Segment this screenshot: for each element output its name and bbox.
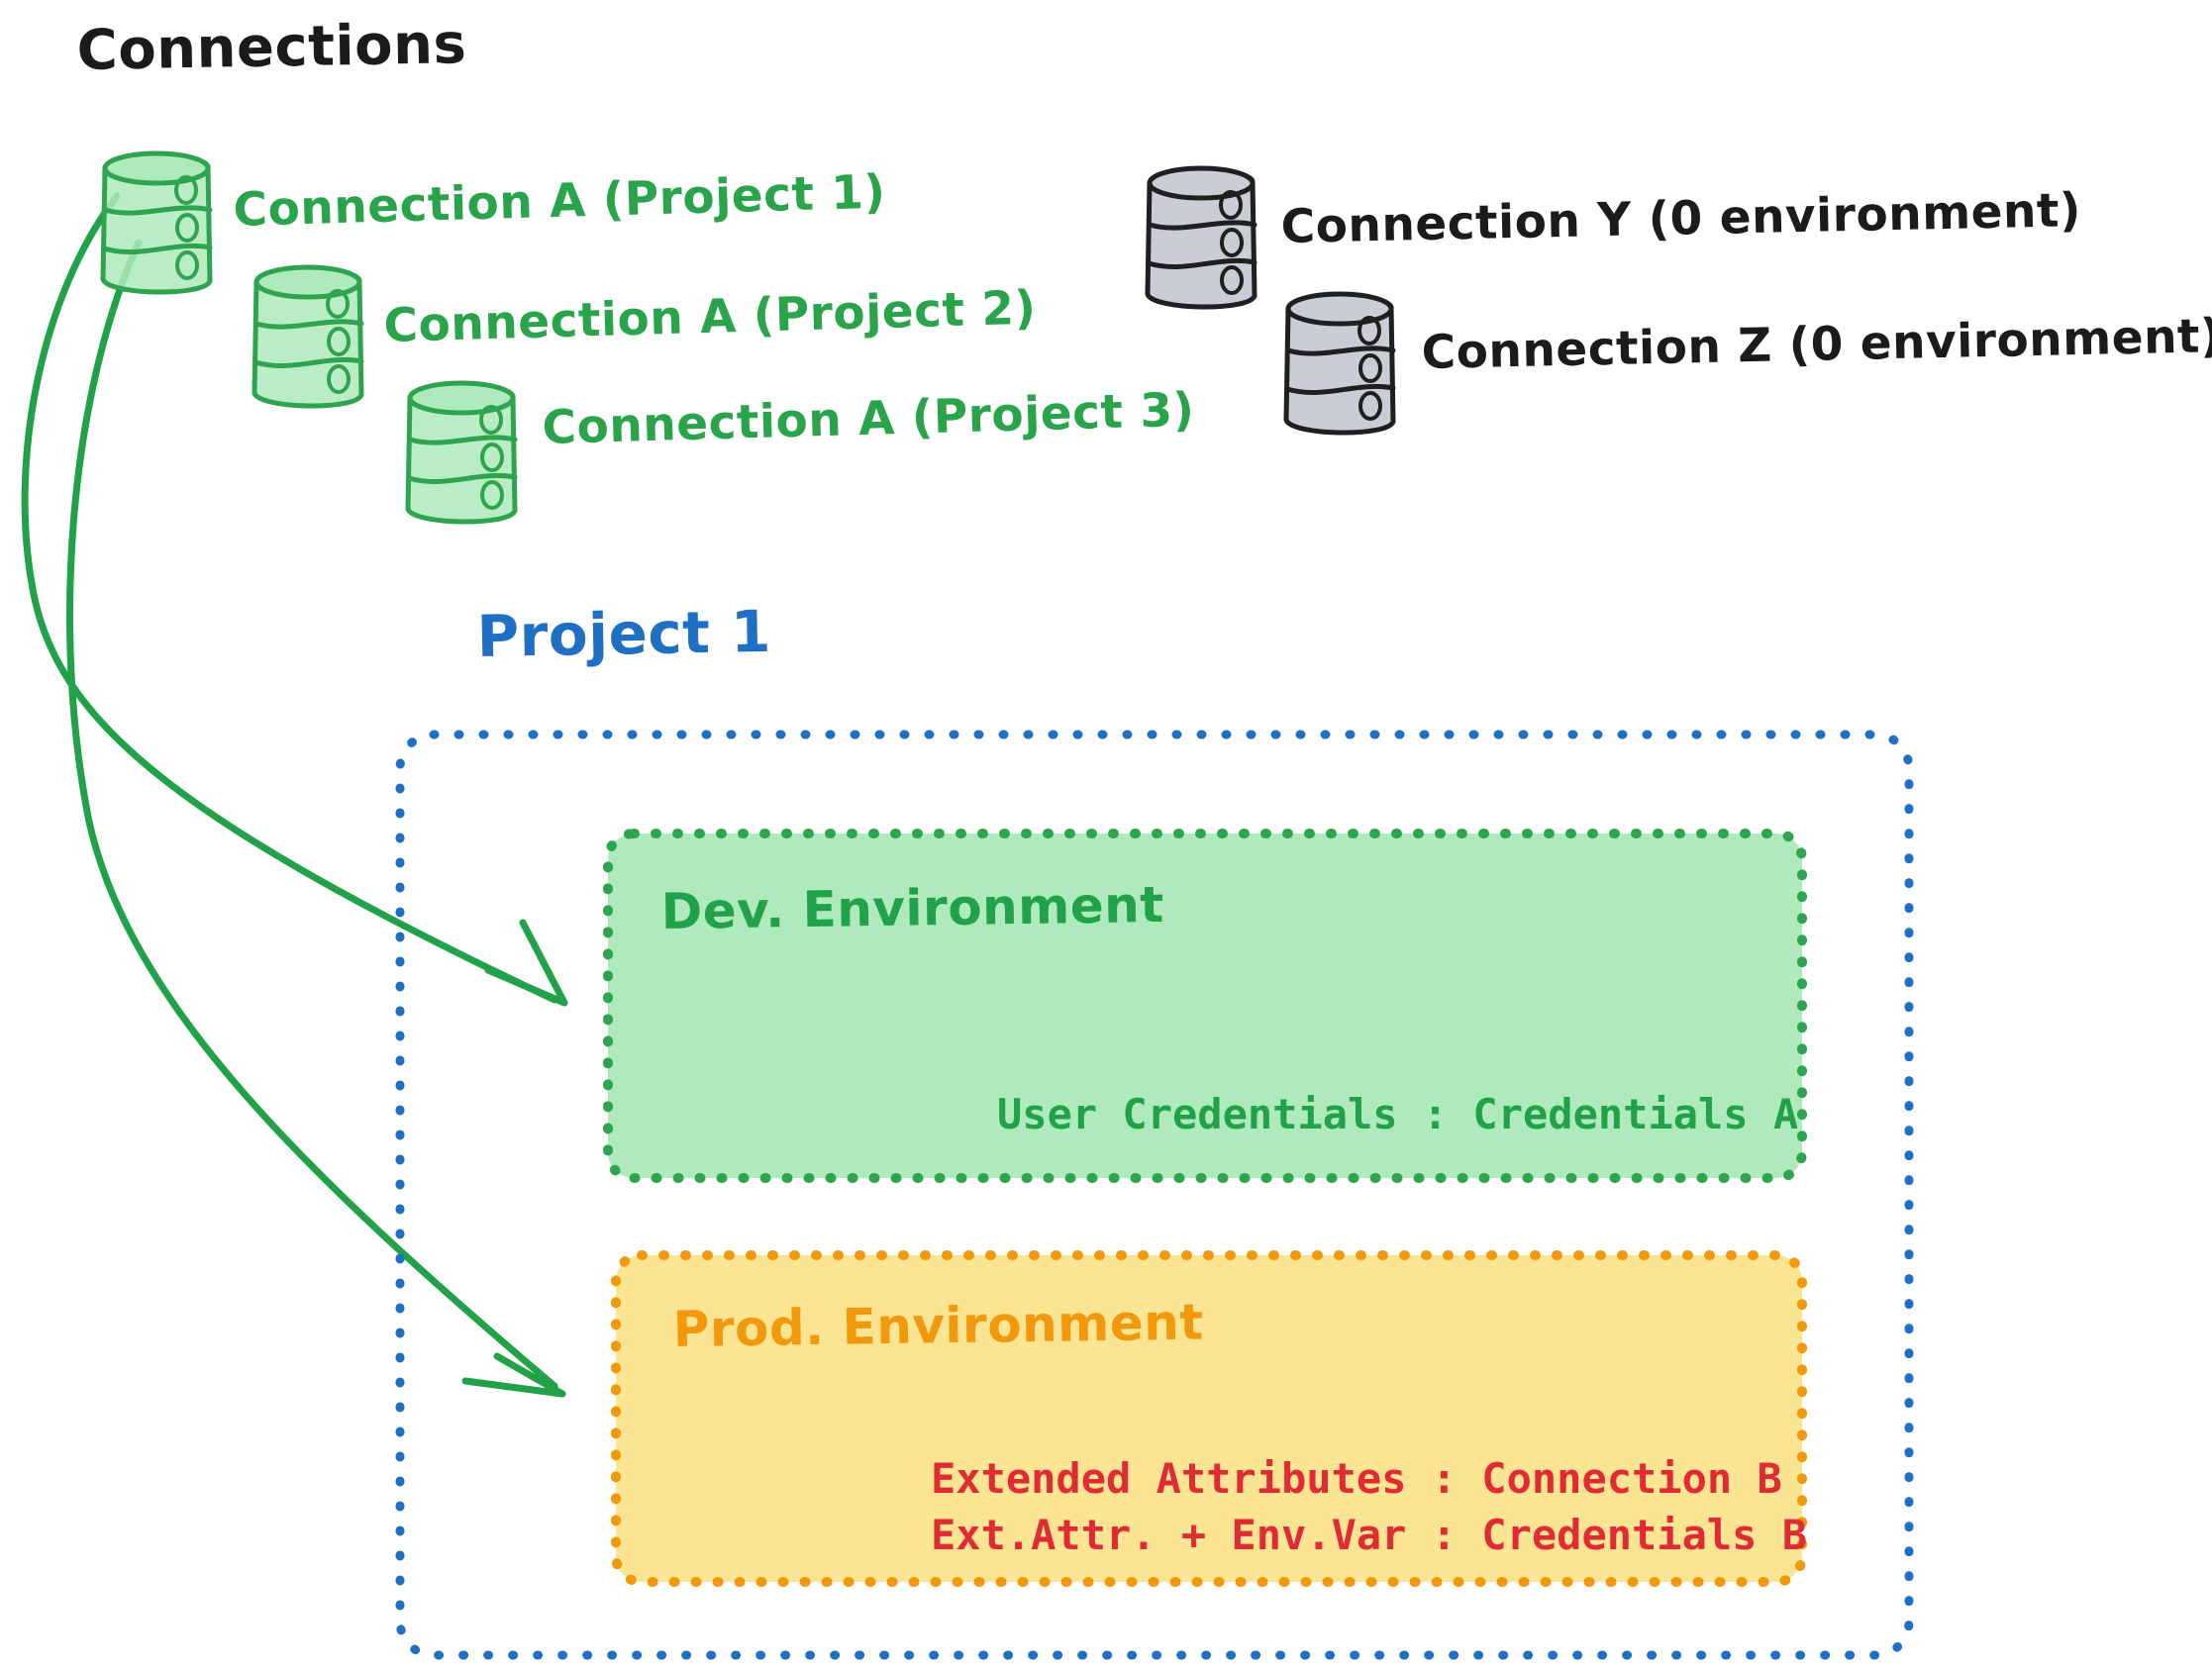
arrow-to-dev-environment [21,192,568,1007]
prod-environment-title: Prod. Environment [672,1294,1204,1358]
dev-environment-box [603,829,1807,1183]
database-icon-conn-y [1145,165,1257,310]
label-conn-a-project-2: Connection A (Project 2) [383,281,1037,353]
label-conn-z: Connection Z (0 environment) [1421,309,2212,380]
database-icon-conn-a-project-1 [100,150,213,295]
label-conn-a-project-1: Connection A (Project 1) [233,165,886,238]
project-container [395,730,1914,1660]
page-title: Connections [76,12,467,83]
database-icon-conn-a-project-2 [251,264,364,409]
label-conn-a-project-3: Connection A (Project 3) [542,383,1195,455]
prod-environment-box [611,1250,1807,1587]
database-icon-conn-z [1283,291,1396,436]
dev-environment-title: Dev. Environment [660,876,1164,940]
label-conn-y: Connection Y (0 environment) [1280,183,2081,254]
prod-environment-line-2: Ext.Attr. + Env.Var : Credentials B [931,1511,1807,1559]
prod-environment-line-1: Extended Attributes : Connection B [931,1454,1782,1503]
project-title: Project 1 [476,598,771,670]
arrow-to-prod-environment [66,239,566,1398]
dev-environment-line-1: User Credentials : Credentials A [997,1090,1798,1138]
database-icon-conn-a-project-3 [405,380,518,525]
